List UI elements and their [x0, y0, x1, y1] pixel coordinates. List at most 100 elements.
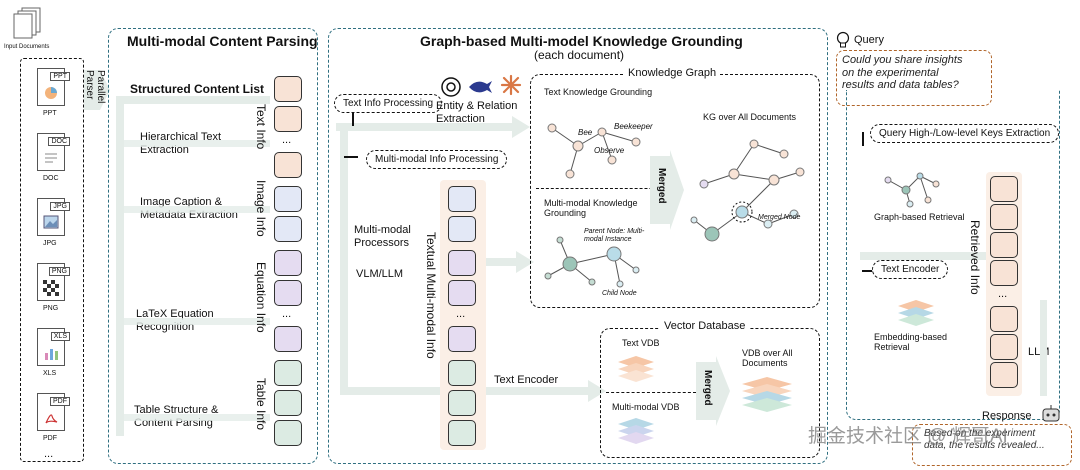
mm-processing-tick: [344, 156, 358, 158]
document-glyph: [43, 410, 59, 431]
mm-kg-graph: [544, 236, 640, 288]
child-node-label: Child Node: [602, 290, 637, 297]
textual-info-cell-7: [448, 390, 476, 416]
parsing-flow-band: [116, 96, 270, 104]
parallel-parser-label: Parallel Parser: [84, 70, 110, 110]
watermark: 掘金技术社区 @ 辉哥AI: [808, 426, 1008, 447]
image-info-label: Image Info: [254, 180, 268, 237]
knowledge-graph-title: Knowledge Graph: [624, 67, 721, 80]
document-glyph: [43, 345, 59, 366]
vlm-llm-label: VLM/LLM: [356, 268, 404, 280]
textual-info-cell-5: [448, 326, 476, 352]
document-type-label: PNG: [43, 305, 59, 312]
retrieved-cell-1: [990, 176, 1018, 202]
mm-vdb-stack-icon: [618, 418, 654, 444]
document-type-tag: JPG: [50, 202, 70, 211]
parsing-title: Multi-modal Content Parsing: [127, 33, 318, 49]
parsing-flow-band-vertical: [116, 96, 124, 436]
parallel-parser-arrow: [84, 70, 110, 110]
multimodal-info-processing-pill: Multi-modal Info Processing: [366, 150, 508, 169]
merged-node-label: Merged Node: [758, 214, 801, 221]
equation-info-ellipsis: ...: [282, 308, 292, 320]
text-info-cell-1: [274, 76, 302, 102]
textual-info-cell-1: [448, 186, 476, 212]
entity-relation-extraction: Entity & Relation Extraction: [436, 100, 518, 125]
band-arrowhead-1: [512, 116, 530, 138]
response-label: Response: [982, 410, 1032, 422]
graph-retrieval-label: Graph-based Retrieval: [874, 212, 965, 222]
text-info-ellipsis: ...: [282, 134, 292, 146]
document-ppt-icon: PPT: [37, 68, 70, 106]
robot-icon: [1040, 404, 1062, 429]
document-glyph: [43, 150, 59, 171]
document-png-icon: PNG: [37, 263, 70, 301]
text-info-cell-2: [274, 106, 302, 132]
document-glyph: [43, 215, 59, 234]
query-text-encoder-pill: Text Encoder: [872, 260, 949, 279]
retrieved-cell-7: [990, 362, 1018, 388]
structured-list: ... ...: [268, 70, 308, 460]
kg-all-documents: KG over All Documents: [703, 112, 797, 122]
vdb-merged-arrow: [696, 356, 730, 426]
graph-retrieval-icon: [884, 172, 940, 208]
text-kg-title: Text Knowledge Grounding: [544, 87, 653, 97]
document-type-label: PDF: [43, 435, 57, 442]
document-glyph: [43, 280, 59, 301]
step-band-1: [124, 140, 270, 147]
retrieved-cell-6: [990, 334, 1018, 360]
step-band-4: [124, 414, 270, 421]
structured-content-list-label: Structured Content List: [130, 82, 264, 96]
textual-mm-info-label: Textual Multi-modal Info: [424, 232, 438, 359]
step-band-2: [124, 206, 270, 213]
grounding-panel: [328, 28, 828, 464]
grounding-band-top: [336, 123, 516, 131]
document-type-label: XLS: [43, 370, 57, 377]
band-arrowhead-2: [588, 380, 606, 402]
vector-db-title: Vector Database: [660, 320, 750, 333]
retrieved-cell-5: [990, 306, 1018, 332]
query-label: Query: [854, 34, 884, 46]
retrieved-ellipsis: ...: [998, 288, 1008, 300]
table-info-label: Table Info: [254, 378, 268, 431]
table-info-cell-3: [274, 420, 302, 446]
retrieval-band: [860, 252, 988, 260]
observe-label: Observe: [594, 146, 625, 155]
bee-label: Bee: [578, 128, 593, 137]
response-text: Based on the experiment data, the result…: [924, 428, 1045, 451]
parsing-panel: [108, 28, 318, 464]
retrieved-cell-2: [990, 204, 1018, 230]
document-type-label: DOC: [43, 175, 59, 182]
beekeeper-label: Beekeeper: [614, 122, 653, 131]
vdb-divider: [606, 392, 696, 393]
table-info-cell-2: [274, 390, 302, 416]
table-info-cell-1: [274, 360, 302, 386]
claude-icon: [500, 74, 522, 101]
document-jpg-icon: JPG: [37, 198, 70, 236]
document-type-tag: DOC: [48, 137, 70, 146]
mm-vdb-label: Multi-modal VDB: [612, 402, 680, 412]
grounding-band-vertical: [340, 123, 348, 395]
equation-info-cell-1: [274, 250, 302, 276]
embedding-retrieval-icon: [898, 300, 934, 326]
textual-info-ellipsis: ...: [456, 308, 466, 320]
vdb-all-stack-icon: [742, 377, 792, 412]
text-processing-tick: [352, 112, 354, 126]
text-encoder-label: Text Encoder: [494, 374, 559, 386]
input-documents-label: Input Documents: [4, 44, 50, 50]
retrieval-panel: [846, 90, 1060, 420]
input-ellipsis: ...: [44, 448, 54, 460]
document-glyph: [43, 85, 59, 106]
text-info-cell-3: [274, 152, 302, 178]
kg-divider: [536, 188, 682, 189]
image-info-cell-1: [274, 186, 302, 212]
openai-icon: [440, 76, 462, 103]
parallel-parser-text: Parallel Parser: [84, 70, 106, 104]
document-type-label: JPG: [43, 240, 57, 247]
keys-extraction-pill: Query High-/Low-level Keys Extraction: [870, 124, 1060, 143]
query-text: Could you share insights on the experime…: [842, 54, 963, 92]
textual-info-cell-3: [448, 250, 476, 276]
equation-info-cell-3: [274, 326, 302, 352]
input-docs-box: [20, 58, 84, 462]
document-type-tag: PDF: [50, 397, 70, 406]
text-vdb-stack-icon: [618, 356, 654, 382]
